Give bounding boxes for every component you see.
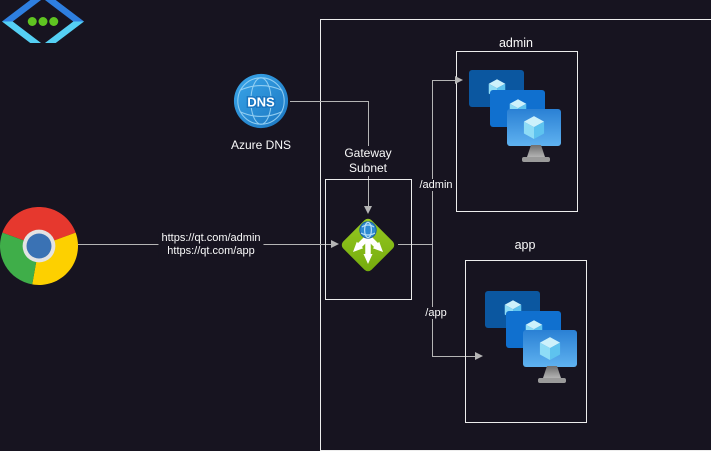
- angle-brackets-icon: [1, 0, 85, 43]
- arrowhead: [455, 76, 463, 84]
- vm-monitor-stand: [534, 366, 570, 384]
- azure-dns-icon[interactable]: DNS: [232, 72, 290, 130]
- request-urls-label: https://qt.com/admin https://qt.com/app: [158, 232, 264, 258]
- virtual-network-icon[interactable]: [0, 0, 86, 43]
- edge-to-app: [432, 356, 476, 357]
- admin-vm-scale-set[interactable]: [469, 70, 579, 166]
- edge-dns-horizontal: [290, 101, 368, 102]
- admin-group-label: admin: [498, 36, 534, 50]
- url-app: https://qt.com/app: [167, 245, 255, 257]
- app-vm-scale-set[interactable]: [485, 291, 595, 387]
- app-group-box[interactable]: [465, 260, 587, 423]
- vm-icon: [507, 109, 561, 146]
- dns-icon-text: DNS: [247, 94, 275, 109]
- gateway-subnet-label: Gateway Subnet: [322, 146, 414, 176]
- arrowhead: [331, 240, 339, 248]
- route-app-label: /app: [422, 307, 450, 319]
- edge-gateway-out: [398, 244, 432, 245]
- azure-dns-label: Azure DNS: [230, 138, 292, 152]
- url-admin: https://qt.com/admin: [161, 232, 261, 244]
- edge-to-admin: [432, 80, 456, 81]
- gateway-subnet-box[interactable]: [325, 179, 412, 300]
- route-admin-label: /admin: [416, 179, 456, 191]
- arrowhead: [475, 352, 483, 360]
- arrowhead: [364, 206, 372, 214]
- app-group-label: app: [514, 238, 536, 252]
- edge-route-trunk: [432, 80, 433, 356]
- application-gateway-icon[interactable]: [336, 213, 400, 277]
- chrome-browser-icon[interactable]: [0, 206, 79, 285]
- vm-icon: [523, 330, 577, 367]
- gateway-label-line1: Gateway: [344, 146, 392, 160]
- vm-monitor-stand: [518, 145, 554, 163]
- gateway-label-line2: Subnet: [348, 161, 388, 175]
- admin-group-box[interactable]: [456, 51, 578, 212]
